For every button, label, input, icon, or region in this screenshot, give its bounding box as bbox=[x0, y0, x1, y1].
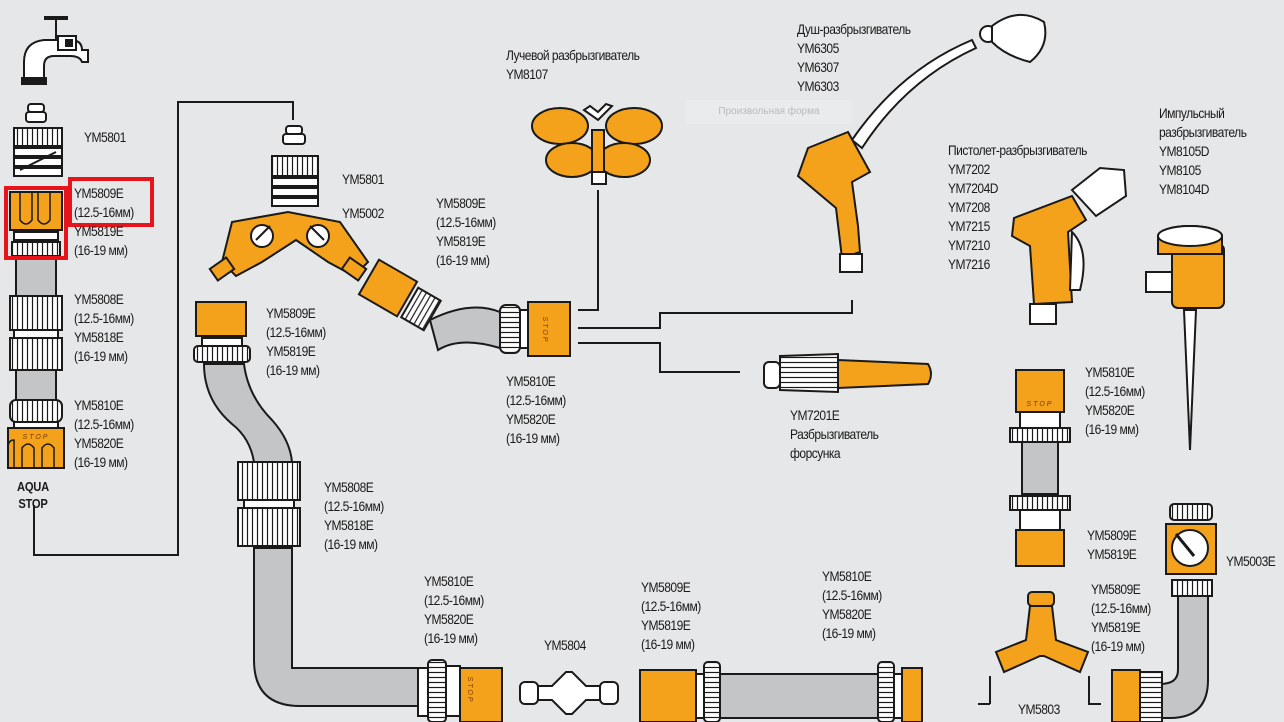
label-mid-quick-connector: YM5809E (12.5-16мм) YM5819E (16-19 мм) bbox=[266, 305, 326, 378]
tap-adapter-left bbox=[13, 103, 63, 177]
label-bottom-aquastop-2: YM5810E (12.5-16мм) YM5820E (16-19 мм) bbox=[822, 568, 882, 641]
label-mid-aquastop-connector: YM5810E (12.5-16мм) YM5820E (16-19 мм) bbox=[506, 373, 566, 446]
label-right-quick-connector: YM5809E (12.5-16мм) YM5819E (16-19 мм) bbox=[1091, 581, 1151, 654]
bottom-hose-straight bbox=[639, 661, 923, 722]
label-shower-sprinkler: Душ-разбрызгиватель YM6305 YM6307 YM6303 bbox=[797, 21, 911, 94]
label-tap-adapter-2: YM5801 bbox=[342, 171, 384, 187]
two-way-valve bbox=[208, 210, 370, 282]
nozzle-sprinkler bbox=[763, 352, 932, 394]
free-form-ghost-label: Произвольная форма bbox=[686, 100, 852, 124]
label-impulse-sprinkler: Импульсный разбрызгиватель YM8105D YM810… bbox=[1159, 105, 1247, 197]
butterfly-sprinkler bbox=[531, 102, 663, 185]
highlight-box-connector bbox=[4, 186, 68, 260]
line-to-nozzle bbox=[578, 342, 740, 373]
tap-adapter-valve bbox=[271, 125, 319, 207]
label-shutoff-valve: YM5003E bbox=[1226, 553, 1276, 569]
label-left-aquastop-connector: YM5810E (12.5-16мм) YM5820E (16-19 мм) bbox=[74, 397, 134, 470]
shower-sprinkler bbox=[796, 14, 1047, 273]
svg-text:STOP: STOP bbox=[541, 317, 548, 344]
impulse-sprinkler bbox=[1145, 225, 1225, 451]
svg-text:STOP: STOP bbox=[466, 677, 473, 704]
right-hose-vertical: STOP bbox=[1009, 369, 1071, 567]
line-aquastop-to-valve bbox=[33, 101, 294, 556]
s-hose bbox=[193, 301, 421, 707]
label-right-quick-connector-short: YM5809E YM5819E bbox=[1087, 527, 1137, 562]
svg-text:STOP: STOP bbox=[23, 434, 50, 441]
angled-hose-mid: STOP bbox=[357, 258, 571, 357]
label-valve-quick-connector: YM5809E (12.5-16мм) YM5819E (16-19 мм) bbox=[436, 195, 496, 268]
hose-left: STOP bbox=[7, 257, 65, 469]
label-bottom-aquastop-1: YM5810E (12.5-16мм) YM5820E (16-19 мм) bbox=[424, 573, 484, 646]
label-left-quick-connector: YM5809E (12.5-16мм) YM5819E (16-19 мм) bbox=[74, 185, 134, 258]
shutoff-valve-hose bbox=[1111, 503, 1217, 722]
label-aquastop: AQUA STOP bbox=[17, 479, 49, 511]
label-double-nipple: YM5804 bbox=[544, 637, 586, 653]
label-pistol-sprinkler: Пистолет-разбрызгиватель YM7202 YM7204D … bbox=[948, 142, 1087, 272]
label-tap-adapter-1: YM5801 bbox=[84, 129, 126, 145]
svg-text:STOP: STOP bbox=[1027, 401, 1054, 408]
tap-icon bbox=[21, 16, 89, 85]
quick-connector-left bbox=[9, 191, 63, 257]
highlight-box-label bbox=[68, 177, 154, 227]
label-y-splitter: YM5803 bbox=[1018, 701, 1060, 717]
double-nipple bbox=[519, 671, 619, 715]
pistol-sprinkler bbox=[1010, 166, 1128, 325]
label-nozzle: YM7201E Разбрызгиватель форсунка bbox=[790, 407, 879, 461]
line-to-butterfly bbox=[578, 190, 599, 311]
line-ysplit-right bbox=[1088, 676, 1101, 705]
label-left-repair-connector: YM5808E (12.5-16мм) YM5818E (16-19 мм) bbox=[74, 291, 134, 364]
label-repair-connector-2: YM5808E (12.5-16мм) YM5818E (16-19 мм) bbox=[324, 479, 384, 552]
label-bottom-quick-connector: YM5809E (12.5-16мм) YM5819E (16-19 мм) bbox=[641, 579, 701, 652]
label-butterfly-sprinkler: Лучевой разбрызгиватель YM8107 bbox=[506, 47, 640, 82]
bottom-aquastop-1: STOP bbox=[417, 659, 503, 722]
label-two-way-valve: YM5002 bbox=[342, 205, 384, 221]
connection-lines bbox=[33, 101, 1101, 705]
y-splitter bbox=[994, 591, 1090, 674]
line-to-shower bbox=[578, 300, 853, 329]
label-right-aquastop-connector: YM5810E (12.5-16мм) YM5820E (16-19 мм) bbox=[1085, 364, 1145, 437]
